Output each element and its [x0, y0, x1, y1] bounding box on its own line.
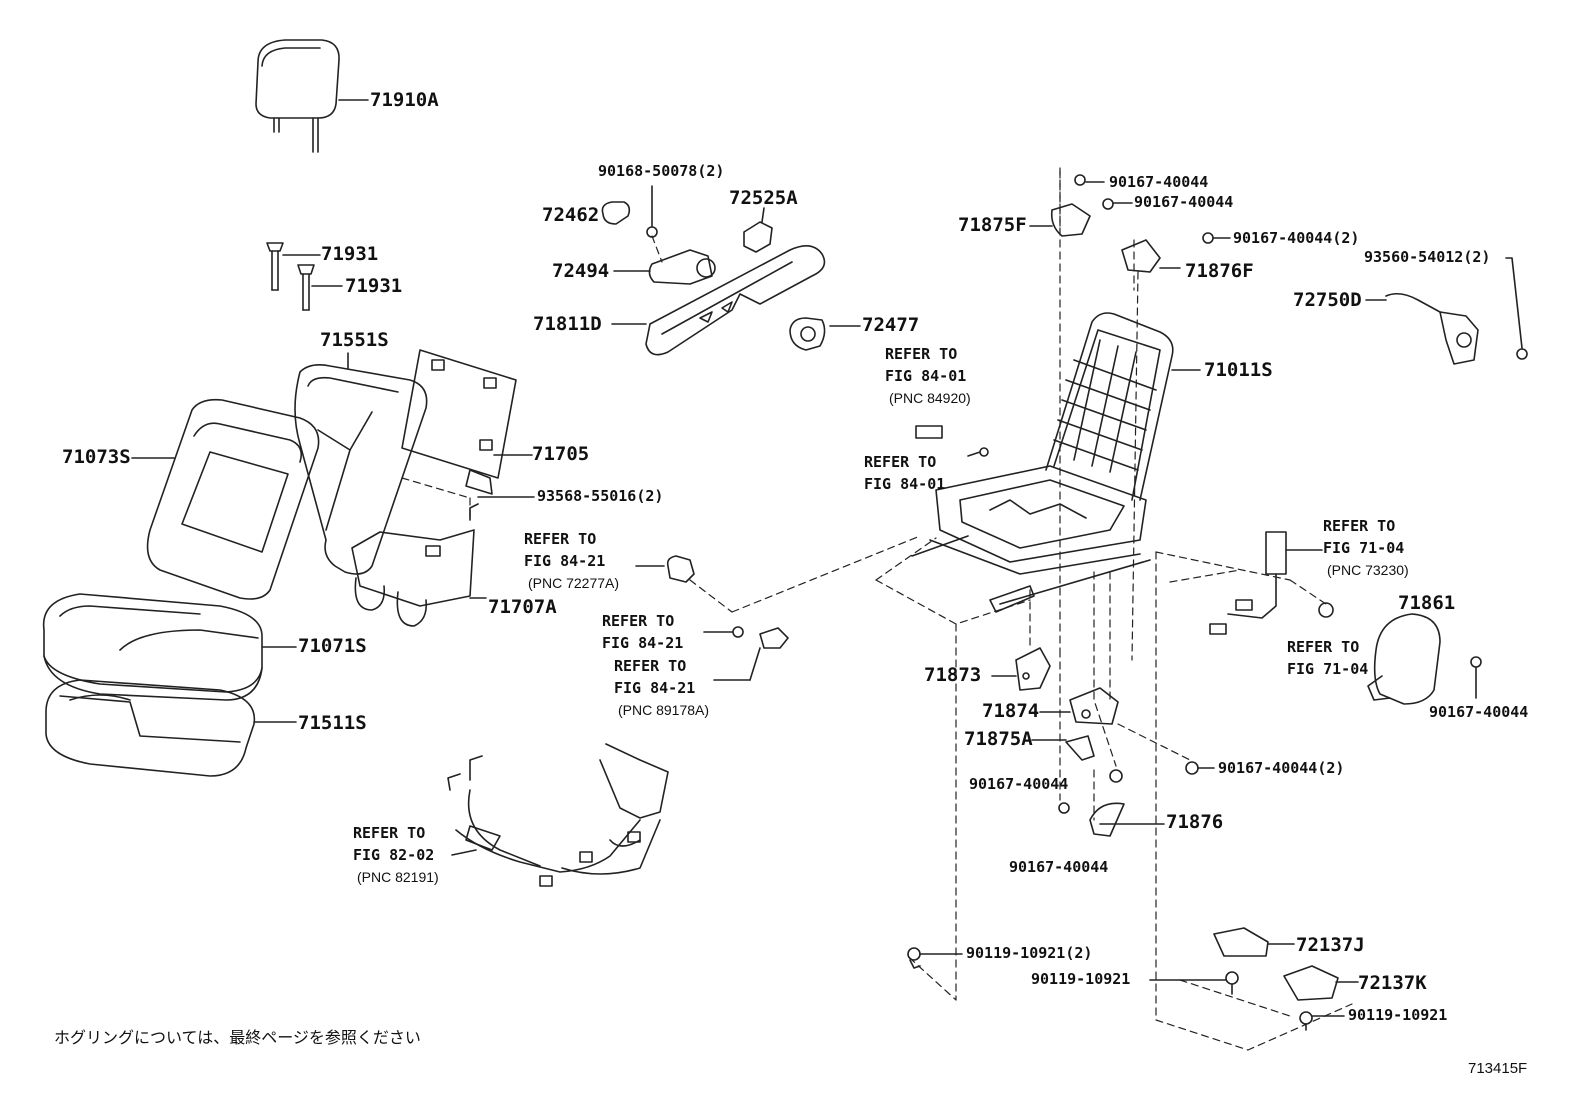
refer-figure: FIG 84-21 — [524, 552, 606, 570]
refer-figure: FIG 84-01 — [864, 475, 946, 493]
part-label-71073S: 71073S — [62, 446, 131, 468]
refer-line: REFER TO — [1323, 517, 1396, 535]
part-label-90119-10921-middle: 90119-10921 — [1031, 970, 1131, 988]
part-label-90167-40044-bottom: 90167-40044 — [1009, 858, 1109, 876]
part-label-90119-10921-bottom: 90119-10921 — [1348, 1006, 1448, 1024]
refer-line: REFER TO — [864, 453, 937, 471]
refer-line: REFER TO — [602, 612, 675, 630]
part-label-90167-40044-shield: 90167-40044 — [1429, 703, 1529, 721]
wire-harness-illustration — [447, 743, 669, 887]
refer-figure: FIG 82-02 — [353, 846, 435, 864]
part-label-93560-54012: 93560-54012(2) — [1364, 248, 1491, 266]
refer-pnc: (PNC 84920) — [889, 390, 971, 406]
seatbelt-buckle-illustration — [1209, 531, 1334, 635]
back-board-illustration — [401, 349, 533, 495]
part-label-90167-40044-top: 90167-40044 — [1109, 173, 1209, 191]
part-label-71071S: 71071S — [298, 635, 367, 657]
illustration-code: 713415F — [1468, 1060, 1528, 1077]
refer-line: REFER TO — [614, 657, 687, 675]
part-label-71811D: 71811D — [533, 313, 602, 335]
hog-ring-note: ホグリングについては、最終ページを参照ください — [54, 1028, 421, 1047]
refer-figure: FIG 71-04 — [1323, 539, 1405, 557]
part-label-71873: 71873 — [924, 664, 982, 686]
refer-pnc: (PNC 82191) — [357, 869, 439, 885]
seatback-cover-illustration — [131, 398, 320, 600]
refer-to-fig-82-02: REFER TO FIG 82-02 (PNC 82191) — [353, 822, 439, 888]
part-label-71875F: 71875F — [958, 214, 1027, 236]
refer-to-fig-84-21-second: REFER TO FIG 84-21 — [602, 610, 683, 654]
part-label-72137J: 72137J — [1296, 934, 1365, 956]
headrest-support-illustration — [266, 242, 343, 311]
part-label-72494: 72494 — [552, 260, 610, 282]
refer-to-fig-71-04-upper: REFER TO FIG 71-04 (PNC 73230) — [1323, 515, 1409, 581]
part-label-72477: 72477 — [862, 314, 920, 336]
part-label-71931-lower: 71931 — [345, 275, 403, 297]
refer-to-fig-71-04-lower: REFER TO FIG 71-04 — [1287, 636, 1368, 680]
assembly-dashed-lines — [401, 167, 1353, 1051]
seatback-pad-illustration — [294, 352, 428, 575]
part-label-90168-50078: 90168-50078(2) — [598, 162, 725, 180]
part-label-71861: 71861 — [1398, 592, 1456, 614]
refer-to-fig-84-01-lower: REFER TO FIG 84-01 — [864, 451, 945, 495]
refer-figure: FIG 84-01 — [885, 367, 967, 385]
seat-frame-illustration — [911, 312, 1201, 613]
part-label-71011S: 71011S — [1204, 359, 1273, 381]
part-label-72750D: 72750D — [1293, 289, 1362, 311]
part-label-90167-40044-lower-left: 90167-40044 — [969, 775, 1069, 793]
refer-line: REFER TO — [885, 345, 958, 363]
seat-cushion-pad-illustration — [45, 679, 297, 777]
part-label-71705: 71705 — [532, 443, 590, 465]
part-label-71875A: 71875A — [964, 728, 1033, 750]
refer-figure: FIG 71-04 — [1287, 660, 1369, 678]
part-label-71931-upper: 71931 — [321, 243, 379, 265]
part-label-71874: 71874 — [982, 700, 1040, 722]
refer-figure: FIG 84-21 — [602, 634, 684, 652]
refer-pnc: (PNC 72277A) — [528, 575, 620, 591]
part-label-71876F: 71876F — [1185, 260, 1254, 282]
refer-line: REFER TO — [1287, 638, 1360, 656]
lower-back-board-illustration — [351, 496, 535, 627]
part-label-71511S: 71511S — [298, 712, 367, 734]
part-label-71551S: 71551S — [320, 329, 389, 351]
headrest-illustration — [255, 39, 369, 153]
part-label-90167-40044-pair-top: 90167-40044(2) — [1233, 229, 1360, 247]
part-label-90119-10921-pair: 90119-10921(2) — [966, 944, 1093, 962]
upper-bracket-illustration — [1029, 174, 1231, 273]
part-label-90167-40044-pair-lower: 90167-40044(2) — [1218, 759, 1345, 777]
part-label-72525A: 72525A — [729, 187, 798, 209]
part-label-71910A: 71910A — [370, 89, 439, 111]
refer-pnc: (PNC 89178A) — [618, 702, 710, 718]
refer-to-fig-84-21-third: REFER TO FIG 84-21 (PNC 89178A) — [614, 655, 709, 721]
seat-cushion-cover-illustration — [42, 593, 297, 701]
refer-to-fig-84-21-first: REFER TO FIG 84-21 (PNC 72277A) — [524, 528, 619, 594]
part-label-71707A: 71707A — [488, 596, 557, 618]
part-label-90167-40044-second: 90167-40044 — [1134, 193, 1234, 211]
part-label-71876: 71876 — [1166, 811, 1224, 833]
side-shield-illustration — [1367, 613, 1482, 705]
part-label-93568-55016: 93568-55016(2) — [537, 487, 664, 505]
refer-line: REFER TO — [524, 530, 597, 548]
refer-pnc: (PNC 73230) — [1327, 562, 1409, 578]
part-label-72462: 72462 — [542, 204, 600, 226]
refer-figure: FIG 84-21 — [614, 679, 696, 697]
refer-to-fig-84-01-upper: REFER TO FIG 84-01 (PNC 84920) — [885, 343, 971, 409]
seat-motor-illustration — [1365, 257, 1528, 365]
part-label-72137K: 72137K — [1358, 972, 1427, 994]
recliner-cover-illustration — [601, 185, 861, 356]
refer-line: REFER TO — [353, 824, 426, 842]
clip-illustration — [635, 555, 789, 681]
